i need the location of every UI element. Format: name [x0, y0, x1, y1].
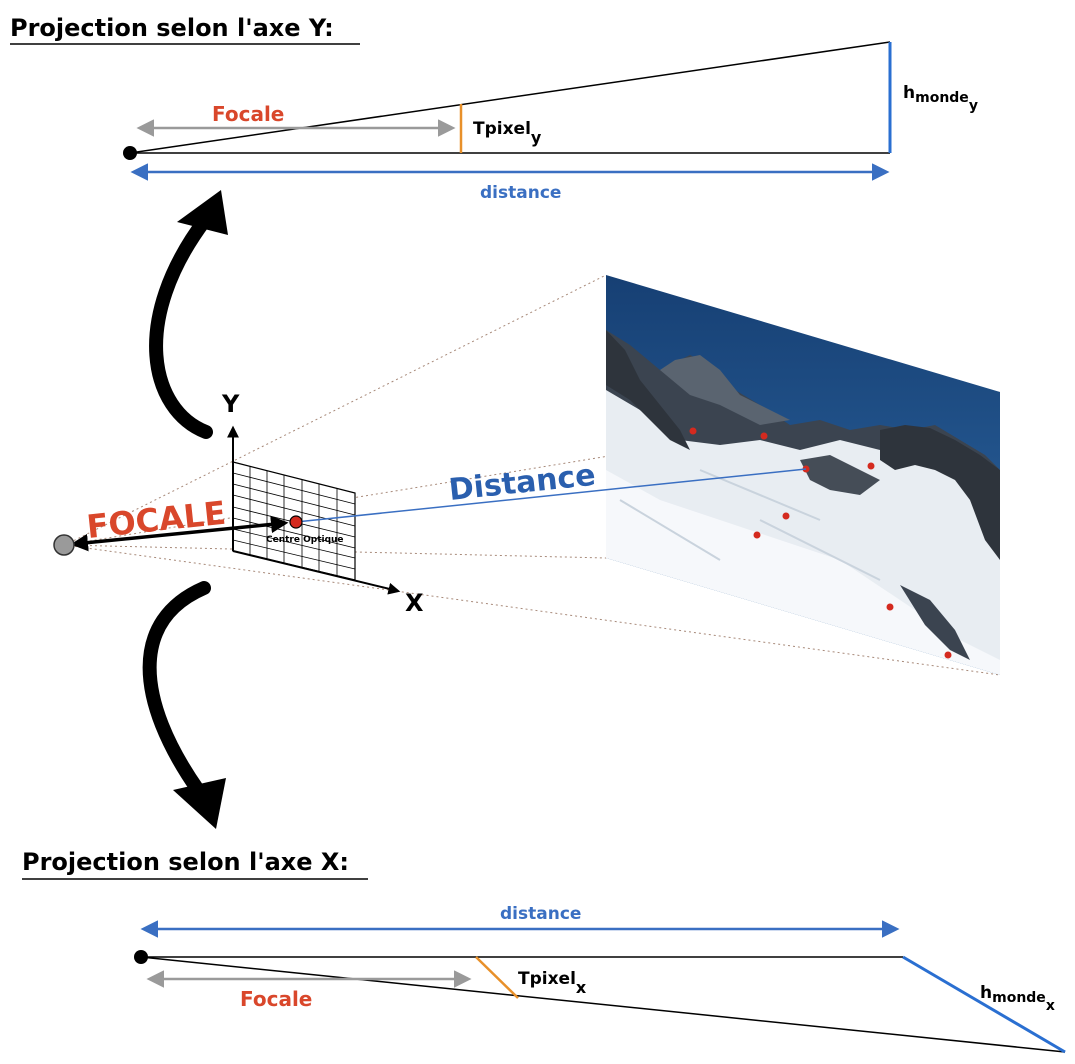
top-projection-y: Projection selon l'axe Y: Focale Tpixely…	[10, 14, 978, 203]
top-pixel-label: Tpixely	[473, 119, 542, 147]
mountain-photo	[600, 270, 1010, 680]
optical-center-label: Centre Optique	[266, 535, 344, 545]
camera-model: Y X Distance FOCALE Centre Optique	[54, 270, 1010, 680]
y-axis-label: Y	[221, 390, 240, 418]
curved-arrow-up	[156, 220, 206, 432]
curved-arrow-up-head	[177, 190, 228, 235]
focal-big-label: FOCALE	[85, 494, 228, 546]
bottom-projection-x: Projection selon l'axe X: distance Focal…	[22, 848, 1065, 1052]
bottom-optical-center-dot	[134, 950, 148, 964]
bottom-distance-label: distance	[500, 904, 581, 924]
bottom-pixel-label: Tpixelx	[518, 969, 587, 997]
x-axis-label: X	[405, 589, 424, 617]
curved-arrow-down-head	[173, 778, 226, 829]
optical-center-dot	[290, 516, 302, 528]
top-distance-label: distance	[480, 183, 561, 203]
top-title: Projection selon l'axe Y:	[10, 14, 334, 42]
curved-arrow-down	[150, 588, 204, 790]
top-optical-center-dot	[123, 146, 137, 160]
bottom-focal-label: Focale	[240, 987, 312, 1011]
top-focal-label: Focale	[212, 102, 284, 126]
top-world-label: hmondey	[903, 83, 978, 114]
bottom-title: Projection selon l'axe X:	[22, 848, 349, 876]
distance-label: Distance	[447, 458, 597, 508]
camera-center-dot	[54, 535, 74, 555]
